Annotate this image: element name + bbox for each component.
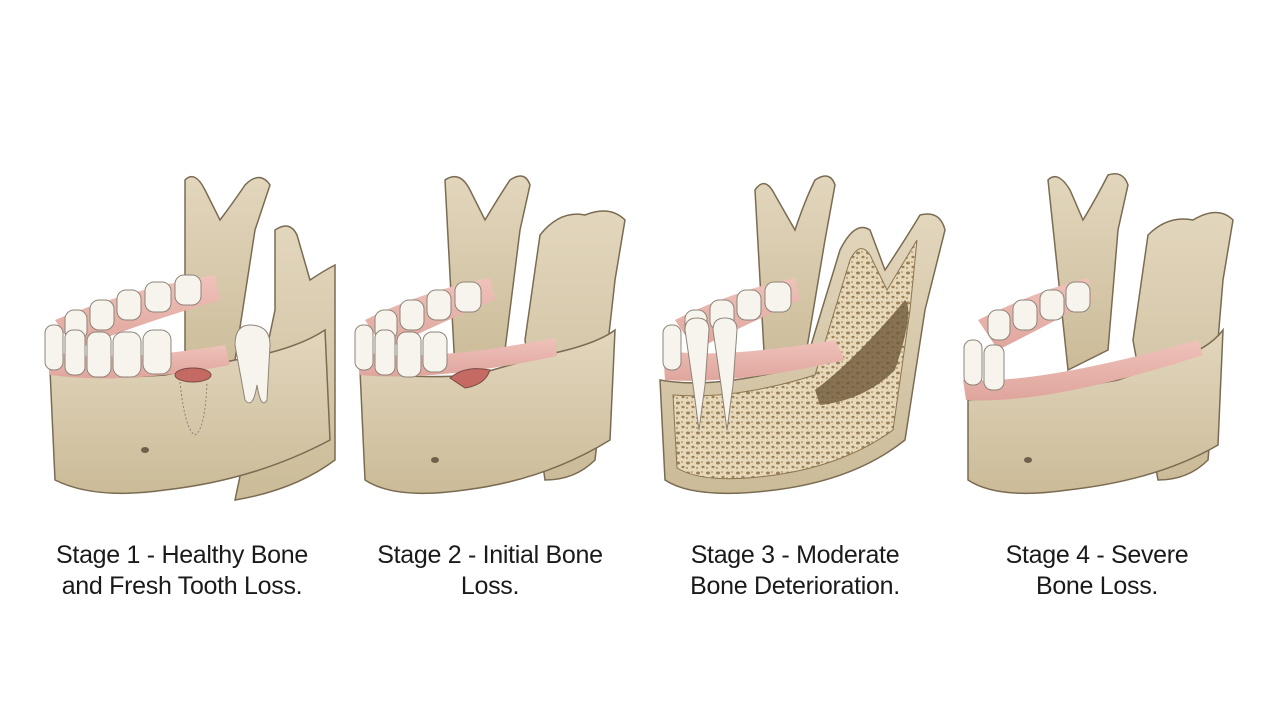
stage-3-caption: Stage 3 - Moderate Bone Deterioration.	[645, 540, 945, 602]
stage-2-caption-line2: Loss.	[460, 572, 520, 600]
stage-2-caption: Stage 2 - Initial Bone Loss.	[340, 540, 640, 602]
stage-4-caption-line2: Bone Loss.	[1035, 572, 1159, 600]
stage-1-caption-line1: Stage 1 - Healthy Bone	[56, 541, 308, 569]
stage-4-caption-line1: Stage 4 - Severe	[1005, 541, 1189, 569]
jaw-severely-resorbed-icon	[963, 173, 1234, 495]
jaw-cross-section-trabecular-icon	[659, 175, 946, 495]
stage-4-illustration	[958, 160, 1258, 520]
stage-2-caption-line1: Stage 2 - Initial Bone	[377, 541, 603, 569]
stage-1-caption: Stage 1 - Healthy Bone and Fresh Tooth L…	[32, 540, 332, 602]
jaw-with-extracted-tooth-icon	[44, 175, 336, 501]
jaw-with-socket-healing-icon	[354, 175, 626, 495]
stage-3-caption-line2: Bone Deterioration.	[690, 572, 900, 600]
stage-4-caption: Stage 4 - Severe Bone Loss.	[947, 540, 1247, 602]
stage-1-illustration	[35, 160, 336, 520]
stage-2-illustration	[345, 160, 645, 520]
stage-3-illustration	[655, 160, 955, 520]
stage-1-caption-line2: and Fresh Tooth Loss.	[61, 572, 303, 600]
stage-3-caption-line1: Stage 3 - Moderate	[690, 541, 900, 569]
